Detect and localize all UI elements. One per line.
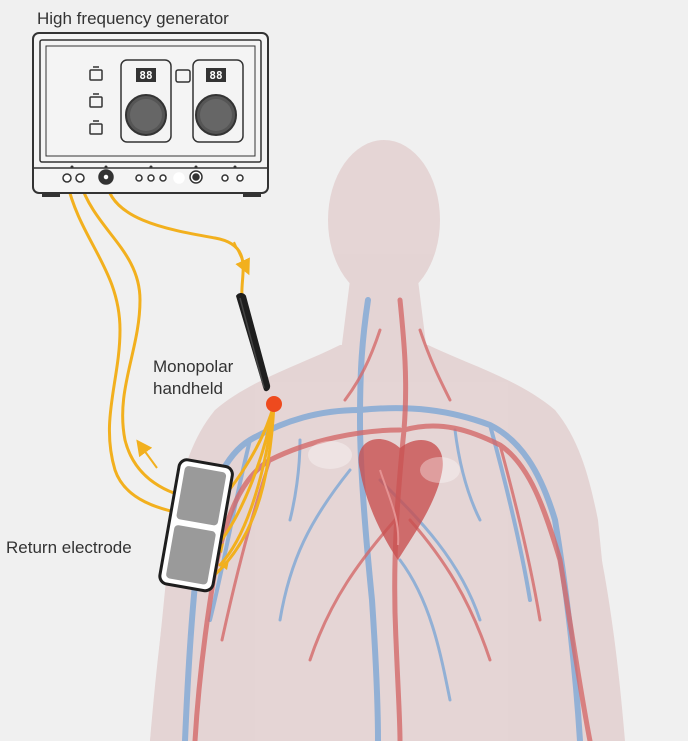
handheld-tip: [266, 396, 282, 412]
active-cable: [106, 178, 243, 298]
return-electrode-label: Return electrode: [6, 537, 132, 559]
return-cable-1: [67, 182, 190, 515]
handheld-label: Monopolar handheld: [153, 356, 233, 400]
human-body: [150, 140, 625, 741]
head: [328, 140, 440, 300]
generator-label: High frequency generator: [37, 8, 229, 30]
handheld-label-line2: handheld: [153, 378, 233, 400]
right-display: 88: [209, 69, 222, 82]
current-direction-arrow: [234, 242, 246, 268]
current-direction-arrow: [141, 446, 157, 468]
hf-generator: 88 88: [33, 33, 268, 197]
left-display: 88: [139, 69, 152, 82]
handheld-label-line1: Monopolar: [153, 356, 233, 378]
